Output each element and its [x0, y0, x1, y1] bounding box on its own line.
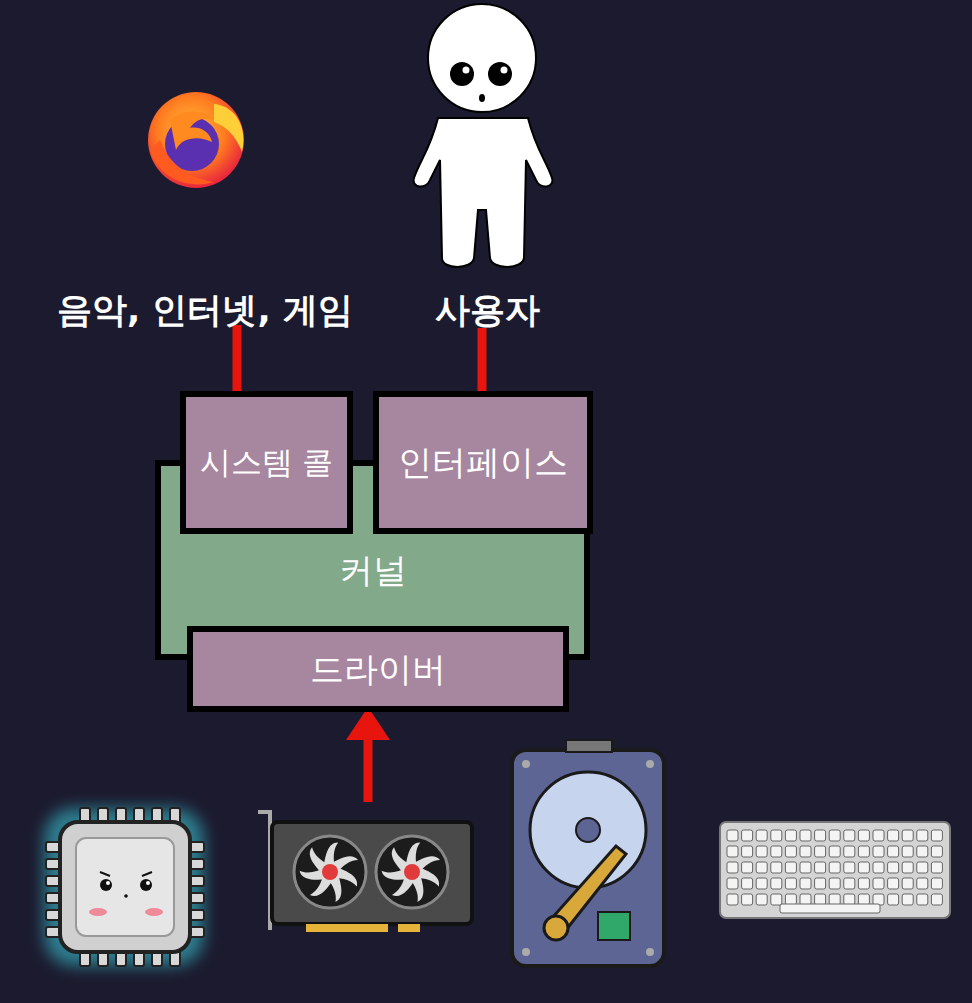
hard-drive — [512, 740, 664, 966]
graphics-card — [258, 812, 472, 932]
app-label: 음악, 인터넷, 게임 — [57, 289, 353, 331]
node-label: 인터페이스 — [398, 442, 568, 483]
user-figure — [414, 4, 553, 267]
interface-box: 인터페이스 — [373, 391, 593, 534]
user-label: 사용자 — [435, 289, 540, 331]
keyboard — [720, 822, 950, 918]
node-label: 드라이버 — [310, 649, 446, 690]
kernel-band: 커널시스템 콜인터페이스드라이버 — [155, 460, 590, 660]
driver-box: 드라이버 — [187, 626, 569, 712]
node-label: 시스템 콜 — [200, 444, 334, 481]
browser-icon — [148, 92, 244, 188]
syscall-box: 시스템 콜 — [180, 391, 354, 534]
cpu-chip — [44, 808, 204, 966]
node-label: 커널 — [339, 550, 407, 591]
